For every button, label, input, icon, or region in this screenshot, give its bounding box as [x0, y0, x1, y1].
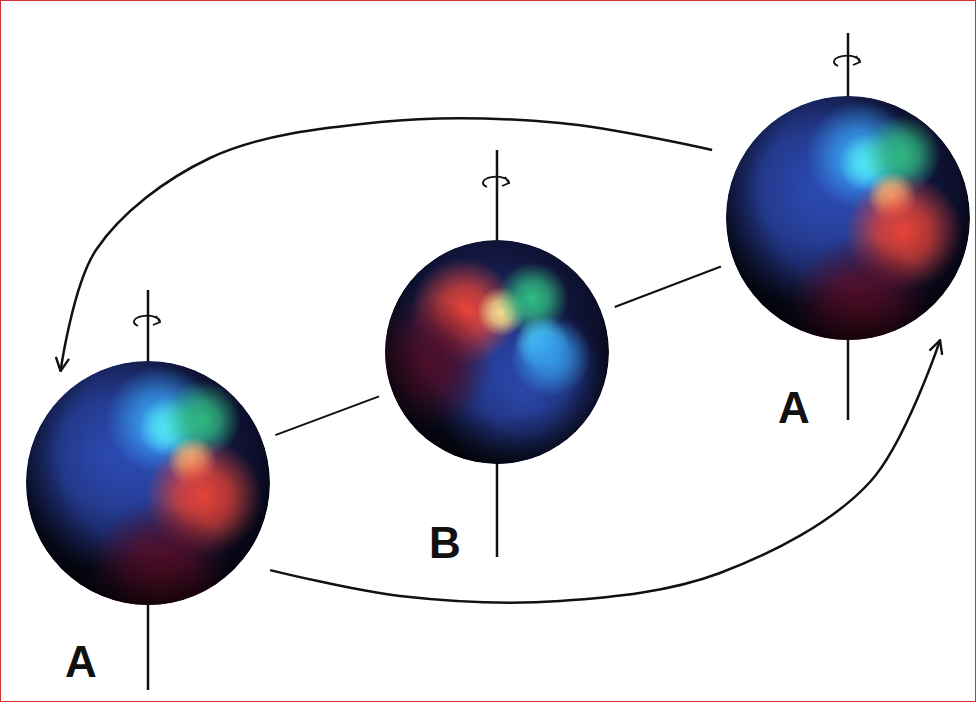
sphere-node: A — [726, 96, 970, 340]
link-line — [275, 396, 379, 435]
orbit-arrow — [61, 118, 713, 371]
sphere-label: A — [65, 640, 97, 684]
spin-arrow — [483, 177, 509, 187]
sphere-shape — [385, 240, 609, 464]
sphere-label: A — [778, 386, 810, 430]
sphere-node: A — [26, 361, 270, 605]
spin-arrow — [134, 316, 160, 326]
link-line — [615, 267, 721, 308]
spin-arrow — [834, 56, 860, 66]
sphere-shape — [726, 96, 970, 340]
sphere-node: B — [385, 240, 609, 464]
sphere-label: B — [429, 521, 461, 565]
sphere-shape — [26, 361, 270, 605]
